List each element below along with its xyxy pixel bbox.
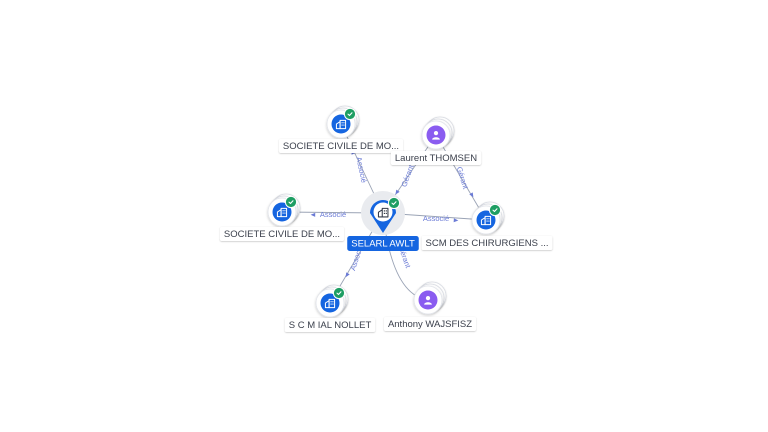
node-label: SOCIETE CIVILE DE MO... <box>224 229 340 240</box>
verified-check-icon <box>387 196 401 210</box>
edge-label: Associé <box>423 214 449 223</box>
label-background <box>383 317 477 331</box>
node-label-pill[interactable]: SCM DES CHIRURGIENS ... <box>421 236 553 250</box>
node-label: Laurent THOMSEN <box>395 153 477 164</box>
node-label-pill[interactable]: SOCIETE CIVILE DE MO... <box>278 139 404 153</box>
center-label: SELARL AWLT <box>351 239 415 250</box>
node-company[interactable]: SOCIETE CIVILE DE MO... <box>278 105 404 153</box>
node-person[interactable]: Anthony WAJSFISZ <box>383 281 477 331</box>
edge-label: Gérant <box>399 163 416 188</box>
edge-label: Associé <box>354 156 368 184</box>
node-label-pill[interactable]: S C M IAL NOLLET <box>284 318 376 332</box>
edge-label: Gérant <box>455 166 471 191</box>
label-background <box>219 227 345 241</box>
edge-arrow-icon <box>310 212 316 217</box>
node-person[interactable]: Laurent THOMSEN <box>390 116 482 165</box>
node-label: SOCIETE CIVILE DE MO... <box>283 141 399 152</box>
edge-arrow-icon <box>453 218 459 223</box>
node-label: SCM DES CHIRURGIENS ... <box>426 238 549 249</box>
label-background <box>390 151 482 165</box>
node-company[interactable]: SOCIETE CIVILE DE MO... <box>219 193 345 241</box>
edge-arrow-icon <box>469 192 474 198</box>
label-background <box>421 236 553 250</box>
node-label: S C M IAL NOLLET <box>289 320 372 331</box>
verified-check-icon <box>284 195 298 209</box>
edge-arrow-icon <box>395 189 400 195</box>
label-background <box>278 139 404 153</box>
verified-check-icon <box>488 203 502 217</box>
node-company[interactable]: SCM DES CHIRURGIENS ... <box>421 201 553 250</box>
edge-arrow-icon <box>345 272 350 278</box>
center-node[interactable]: SELARL AWLT <box>347 191 419 251</box>
building-icon <box>377 207 389 218</box>
node-company[interactable]: S C M IAL NOLLET <box>284 284 376 332</box>
node-label-pill[interactable]: SOCIETE CIVILE DE MO... <box>219 227 345 241</box>
nodes-layer: SOCIETE CIVILE DE MO...Laurent THOMSENSO… <box>219 105 553 332</box>
verified-check-icon <box>343 107 357 121</box>
node-label-pill[interactable]: Laurent THOMSEN <box>390 151 482 165</box>
node-label: Anthony WAJSFISZ <box>388 319 472 330</box>
label-background <box>284 318 376 332</box>
center-label-pill[interactable]: SELARL AWLT <box>347 236 419 251</box>
node-label-pill[interactable]: Anthony WAJSFISZ <box>383 317 477 331</box>
verified-check-icon <box>332 286 346 300</box>
center-label-background <box>347 236 419 251</box>
edge-line <box>435 134 487 221</box>
edge-label: Associé <box>320 210 346 219</box>
